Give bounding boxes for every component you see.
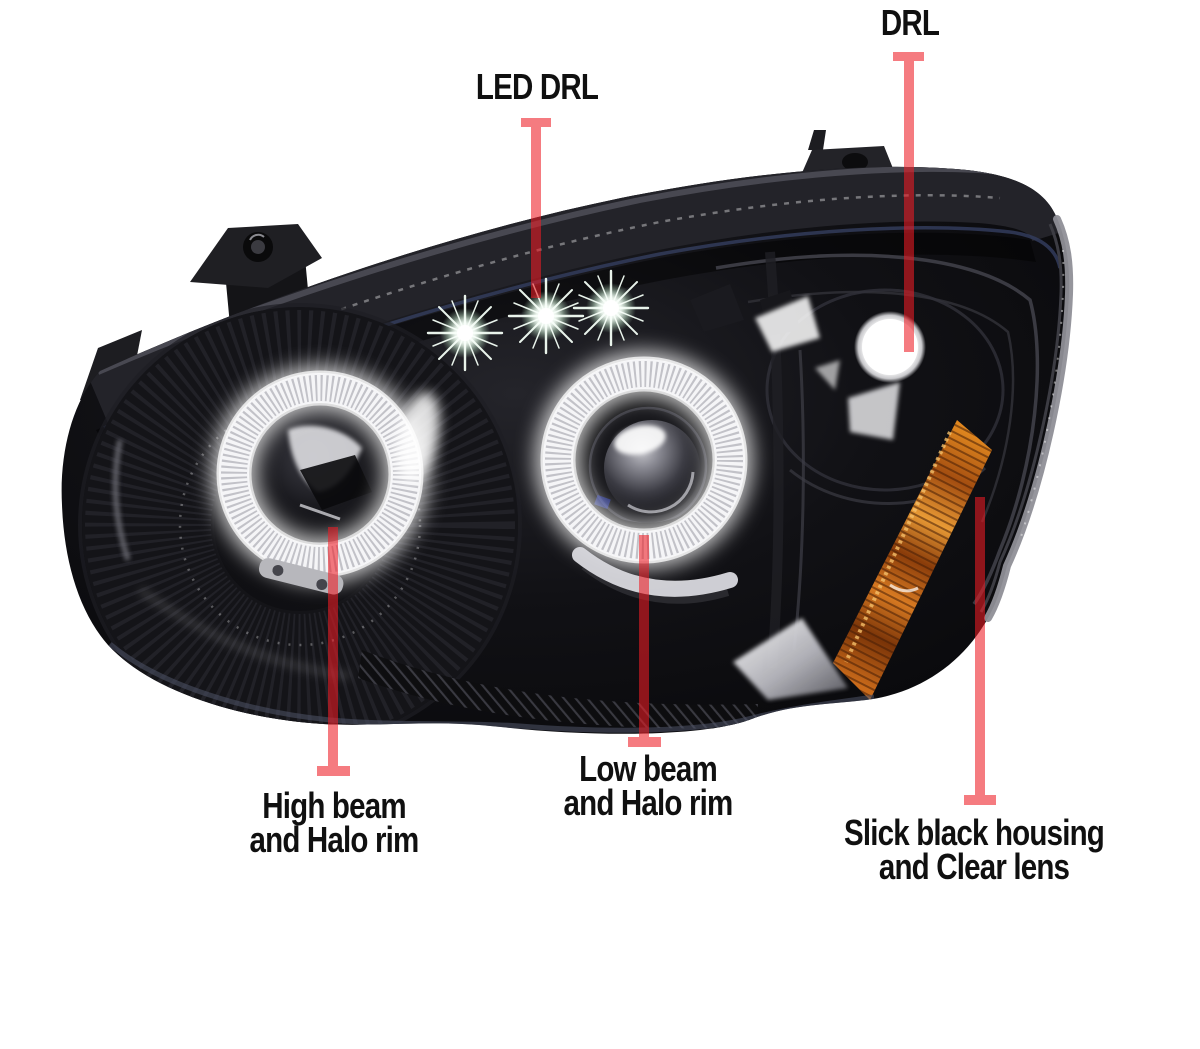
label-housing-line2: and Clear lens xyxy=(878,846,1070,887)
label-drl: DRL xyxy=(880,2,940,43)
callout-stem xyxy=(639,535,649,737)
gloss-highlights xyxy=(112,391,919,681)
label-led-drl-text: LED DRL xyxy=(475,66,599,107)
high-beam-projector xyxy=(232,386,408,562)
label-low-beam-line2: and Halo rim xyxy=(563,782,734,823)
callout-stem xyxy=(531,127,541,298)
clear-lens-edge xyxy=(979,215,1074,622)
specular-highlight xyxy=(733,618,848,700)
label-high-beam-line2: and Halo rim xyxy=(249,819,420,860)
low-beam-chrome-trim xyxy=(572,547,738,604)
label-housing-line1: Slick black housing xyxy=(843,812,1105,853)
callout-cap xyxy=(317,766,350,776)
callout-cap xyxy=(628,737,661,747)
callout-stem xyxy=(328,527,338,766)
callout-cap xyxy=(964,795,996,805)
label-high-beam: High beam and Halo rim xyxy=(249,785,420,860)
callout-stem xyxy=(904,61,914,352)
callout-cap xyxy=(521,118,551,127)
label-high-beam-line1: High beam xyxy=(262,785,406,826)
amber-side-reflector xyxy=(833,420,992,700)
callout-cap xyxy=(893,52,924,61)
callout-stem xyxy=(975,497,985,795)
label-low-beam-line1: Low beam xyxy=(579,748,718,789)
label-led-drl: LED DRL xyxy=(475,66,599,107)
label-low-beam: Low beam and Halo rim xyxy=(563,748,734,823)
low-beam-projector xyxy=(574,390,714,538)
label-housing: Slick black housing and Clear lens xyxy=(843,812,1105,887)
label-drl-text: DRL xyxy=(880,2,940,43)
high-beam-bracket xyxy=(258,558,344,595)
